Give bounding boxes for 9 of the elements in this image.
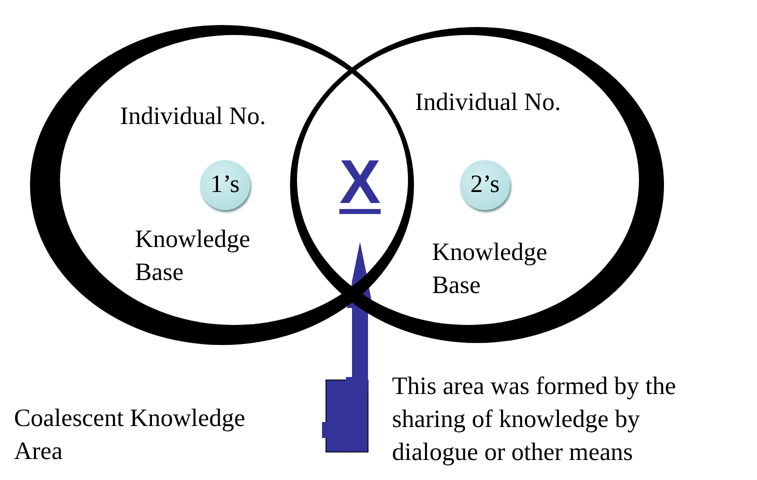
ring-label: Knowledge Base <box>135 225 252 288</box>
area-label: Coalescent Knowledge Area <box>14 404 246 467</box>
ring-heading: Individual No. <box>120 102 267 132</box>
overlap-mark: X <box>338 150 382 216</box>
ring-heading: Individual No. <box>415 88 562 118</box>
number-bubble: 2’s <box>460 160 510 210</box>
note-text: This area was formed by the sharing of knowledge by dialogue or other means <box>392 372 677 468</box>
number-bubble: 1’s <box>200 160 250 210</box>
ring-label: Knowledge Base <box>432 238 548 301</box>
